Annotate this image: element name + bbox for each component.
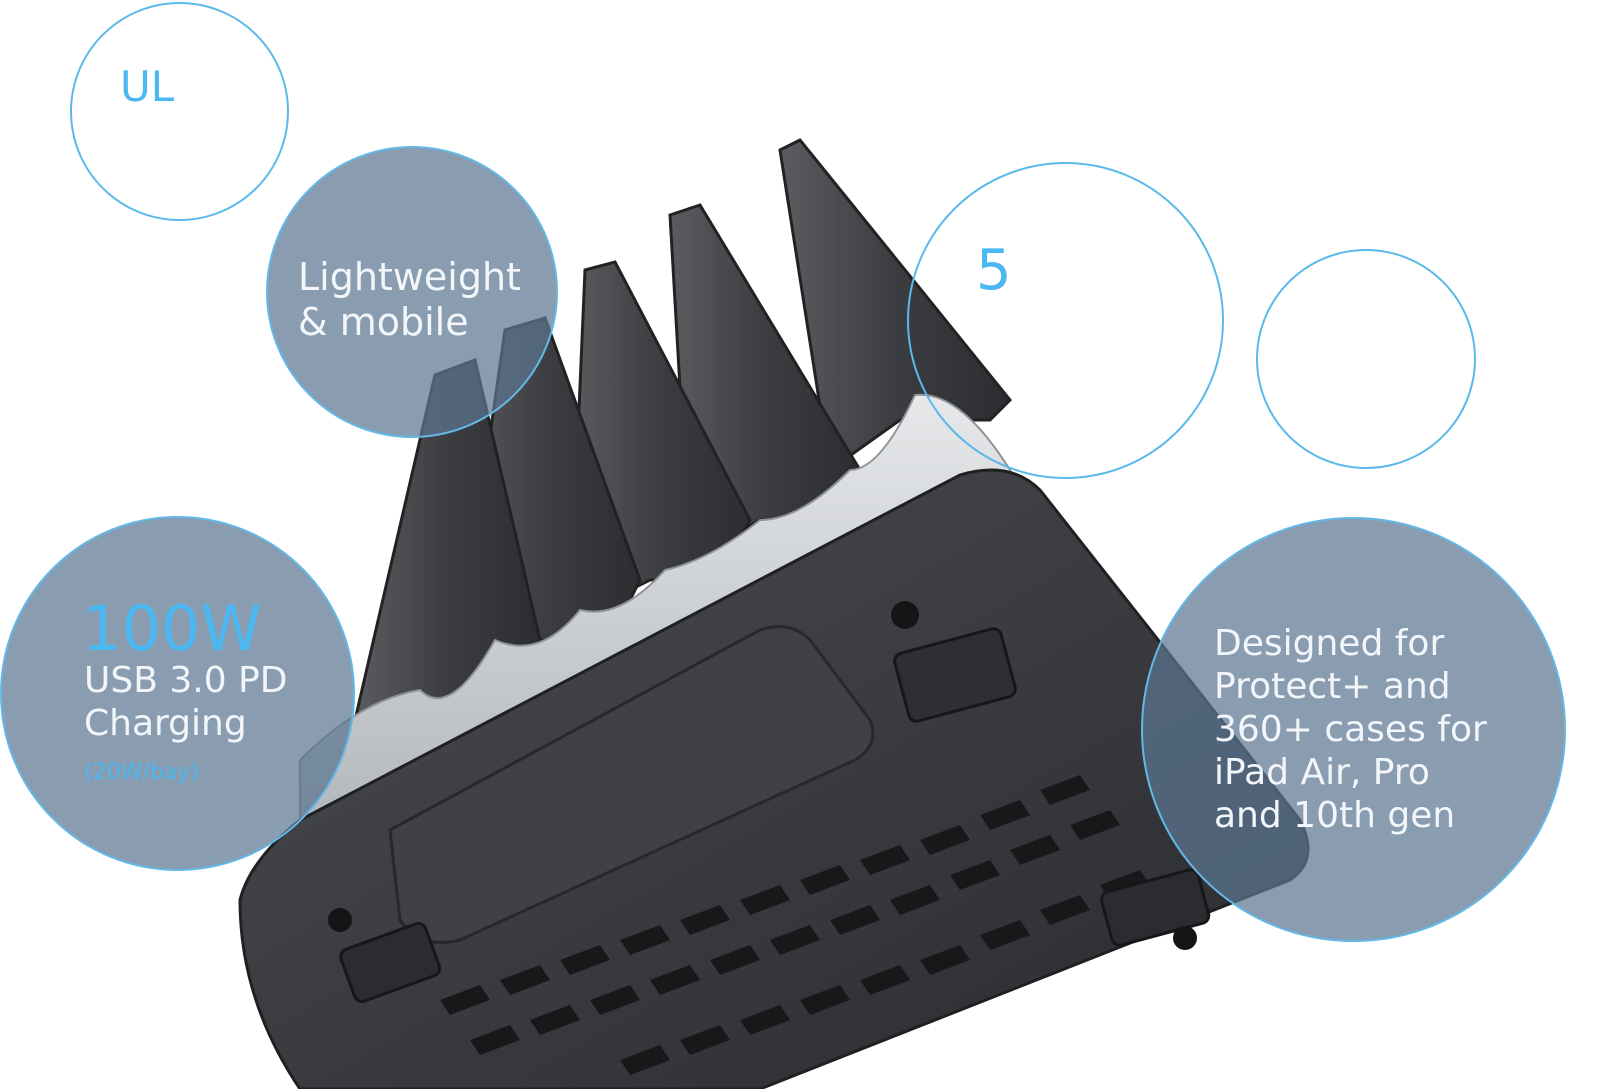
compat-line3: 360+ cases for <box>1214 709 1487 750</box>
compat-line5: and 10th gen <box>1214 795 1456 836</box>
vent-grille <box>440 775 1150 1075</box>
lightweight-line1: Lightweight <box>298 255 521 299</box>
dock-screw <box>328 908 352 932</box>
compatibility-badge-circle <box>1141 517 1566 942</box>
power-badge-circle <box>0 516 355 871</box>
power-line1: USB 3.0 PD <box>84 660 288 701</box>
dock-screw <box>891 601 919 629</box>
compat-line4: iPad Air, Pro <box>1214 752 1430 793</box>
bay-count-value: 5 <box>976 238 1012 303</box>
power-line2: Charging <box>84 703 247 744</box>
compat-line2: Protect+ and <box>1214 666 1451 707</box>
compat-line1: Designed for <box>1214 623 1445 664</box>
dock-screw <box>1173 926 1197 950</box>
power-value: 100W <box>82 592 262 665</box>
lightweight-badge-circle <box>266 146 558 438</box>
dock-foot-right-bottom <box>1100 868 1211 947</box>
power-note: (20W/bay) <box>84 760 199 785</box>
empty-badge-circle <box>1256 249 1476 469</box>
dock-foot-left <box>339 921 442 1003</box>
lightweight-line2: & mobile <box>298 300 469 344</box>
ul-badge-circle <box>70 2 289 221</box>
ul-badge-label: UL <box>120 62 175 111</box>
bay-count-circle <box>907 162 1224 479</box>
dock-foot-right-top <box>893 627 1017 723</box>
